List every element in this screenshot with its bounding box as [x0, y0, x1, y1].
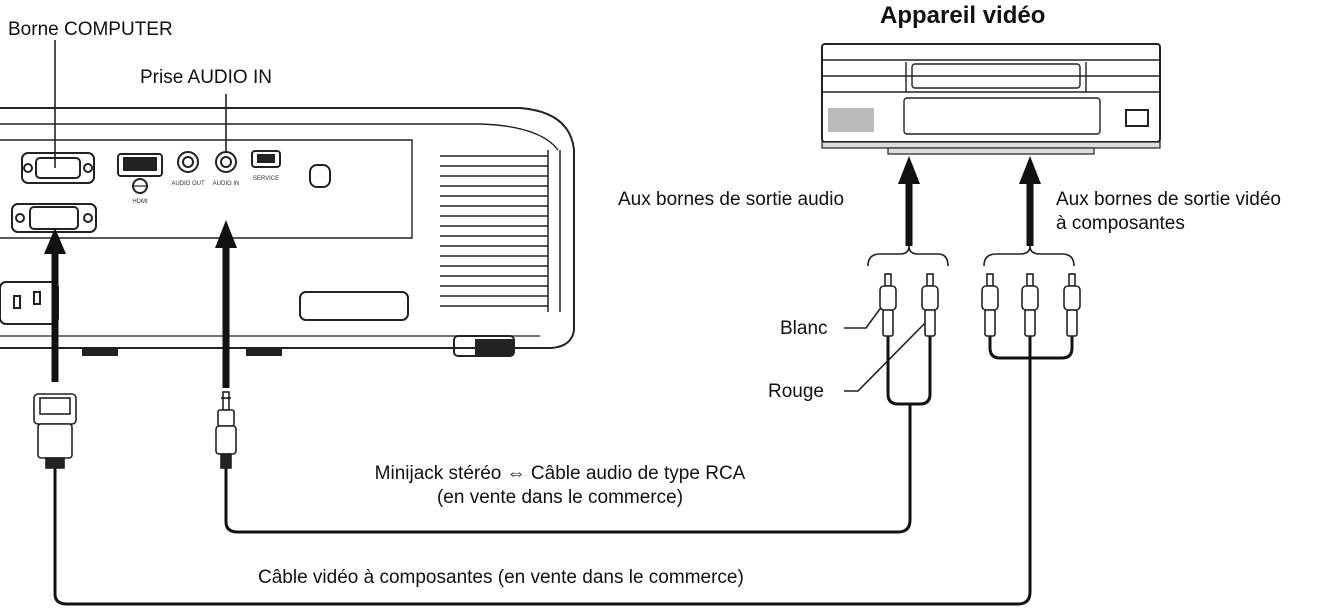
display-window — [828, 108, 874, 132]
braces — [867, 245, 1075, 267]
vga-plug — [33, 393, 77, 469]
rca-plug-white — [879, 273, 897, 337]
callout-lines — [54, 40, 929, 392]
audio-rca-split — [886, 336, 932, 406]
vent-grille — [440, 150, 561, 312]
service-port — [251, 150, 281, 168]
white-plug-label: Blanc — [780, 318, 828, 339]
projector-top-line — [0, 123, 559, 151]
power-inlet — [0, 281, 59, 325]
red-plug-label: Rouge — [768, 381, 824, 402]
panel-button — [309, 164, 331, 188]
connector-panel — [0, 139, 413, 239]
video-out-terminals-label: Aux bornes de sortie vidéo — [1056, 189, 1281, 210]
red-callout-line — [844, 319, 929, 392]
rca-plug-red — [921, 273, 939, 337]
device-base — [887, 147, 1095, 155]
hdmi-port-label: HDMI — [132, 199, 148, 205]
rear-plate — [299, 291, 409, 321]
video-cable-label: Câble vidéo à composantes (en vente dans… — [258, 567, 744, 588]
audio-brace — [867, 245, 949, 267]
device-title: Appareil vidéo — [880, 2, 1046, 29]
audio-cable — [224, 404, 912, 534]
audio-in-jack-label-callout: Prise AUDIO IN — [140, 67, 272, 88]
audio-out-jack — [177, 151, 199, 173]
front-panel — [903, 97, 1101, 135]
video-rca-split — [988, 336, 1074, 360]
video-device — [821, 43, 1161, 155]
video-out-terminals-label-2: à composantes — [1056, 213, 1185, 234]
disc-tray — [911, 63, 1081, 89]
arrows — [44, 156, 1041, 388]
plugs — [33, 273, 1081, 469]
audio-out-arrow — [898, 156, 920, 246]
security-slot — [453, 335, 515, 357]
rca-plug-video-1 — [981, 273, 999, 337]
hdmi-port — [117, 153, 163, 194]
audio-out-jack-label: AUDIO OUT — [171, 181, 205, 187]
video-out-arrow — [1019, 156, 1041, 246]
computer-terminal-label: Borne COMPUTER — [8, 19, 173, 40]
power-button — [1125, 109, 1149, 127]
projector-body — [0, 107, 575, 349]
minijack-plug — [215, 391, 237, 469]
audio-in-jack — [215, 151, 237, 173]
audio-cable-label: Minijack stéréo ⇔ Câble audio de type RC… — [374, 463, 746, 484]
video-brace — [983, 245, 1075, 267]
audio-out-terminals-label: Aux bornes de sortie audio — [618, 189, 845, 210]
rca-plug-video-2 — [1021, 273, 1039, 337]
cables — [53, 336, 1074, 606]
audio-in-arrow — [215, 220, 237, 388]
projector-foot — [246, 348, 282, 356]
device-foot — [821, 141, 1161, 149]
computer-arrow — [44, 228, 66, 382]
projector-foot — [82, 348, 118, 356]
audio-cable-sublabel: (en vente dans le commerce) — [436, 487, 684, 508]
video-cable — [53, 358, 1032, 606]
audio-in-jack-label: AUDIO IN — [213, 181, 240, 187]
projector: HDMI AUDIO OUT AUDIO IN SERVICE — [0, 107, 575, 357]
service-port-label: SERVICE — [253, 176, 279, 182]
dsub-port — [11, 203, 97, 233]
computer-port — [21, 152, 95, 184]
rca-plug-video-3 — [1063, 273, 1081, 337]
